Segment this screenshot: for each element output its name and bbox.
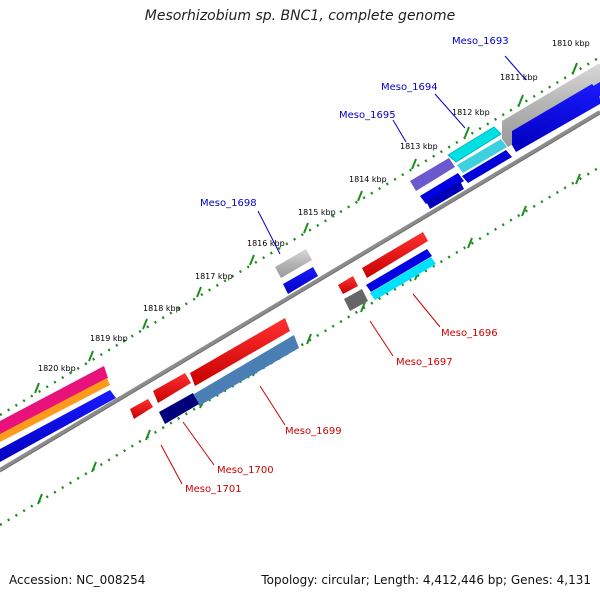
kbp-label: 1812 kbp [452, 108, 490, 117]
gene-feature[interactable] [344, 289, 368, 311]
kbp-label: 1817 kbp [195, 272, 233, 281]
gene-label-meso-1694[interactable]: Meso_1694 [381, 82, 438, 93]
gene-arrow[interactable] [190, 318, 290, 386]
kbp-label: 1819 kbp [90, 334, 128, 343]
kbp-labels: 1810 kbp 1811 kbp 1812 kbp 1813 kbp 1814… [38, 39, 590, 373]
kbp-label: 1811 kbp [500, 73, 538, 82]
gene-arrow[interactable] [512, 82, 600, 146]
gene-arrow[interactable] [153, 373, 191, 403]
forward-label-leaders [257, 55, 527, 255]
gene-label-meso-1701[interactable]: Meso_1701 [185, 484, 242, 495]
gene-feature[interactable] [426, 181, 464, 209]
gene-arrow[interactable] [283, 267, 318, 294]
genome-summary-text: Topology: circular; Length: 4,412,446 bp… [261, 573, 591, 587]
kbp-label: 1818 kbp [143, 304, 181, 313]
gene-label-meso-1699[interactable]: Meso_1699 [285, 426, 342, 437]
gene-label-meso-1697[interactable]: Meso_1697 [396, 357, 453, 368]
gene-arrow[interactable] [362, 232, 428, 278]
kbp-label: 1813 kbp [400, 142, 438, 151]
gene-feature[interactable] [420, 173, 464, 204]
reverse-features [130, 232, 436, 424]
gene-feature[interactable] [370, 257, 436, 300]
gene-label-meso-1700[interactable]: Meso_1700 [217, 465, 274, 476]
gene-feature[interactable] [410, 158, 455, 191]
gene-feature[interactable] [457, 139, 507, 173]
gene-label-meso-1698[interactable]: Meso_1698 [200, 198, 257, 209]
map-title: Mesorhizobium sp. BNC1, complete genome [144, 8, 456, 24]
gene-feature[interactable] [0, 366, 108, 436]
gene-label-meso-1696[interactable]: Meso_1696 [441, 328, 498, 339]
gene-label-meso-1693[interactable]: Meso_1693 [452, 36, 509, 47]
gene-feature[interactable] [0, 378, 110, 442]
inner-tick-row [0, 165, 600, 527]
kbp-label: 1810 kbp [552, 39, 590, 48]
kbp-label: 1820 kbp [38, 364, 76, 373]
outer-tick-row [0, 55, 600, 417]
forward-features [0, 64, 600, 462]
gene-feature[interactable] [366, 249, 432, 292]
gene-arrow[interactable] [0, 390, 116, 462]
genome-backbone [0, 110, 600, 473]
gene-feature[interactable] [462, 150, 512, 183]
gene-label-meso-1695[interactable]: Meso_1695 [339, 110, 396, 121]
kbp-label: 1815 kbp [298, 208, 336, 217]
gene-arrow[interactable] [130, 399, 153, 419]
gene-feature[interactable] [447, 126, 502, 163]
gene-feature[interactable] [194, 335, 299, 406]
major-ticks-outer [34, 62, 578, 394]
gene-arrow[interactable] [338, 276, 358, 294]
gene-feature[interactable] [275, 249, 312, 278]
gene-labels: Meso_1693 Meso_1694 Meso_1695 Meso_1698 … [185, 36, 509, 495]
reverse-label-leaders [160, 293, 441, 485]
accession-text: Accession: NC_008254 [9, 573, 146, 587]
gene-feature[interactable] [159, 393, 199, 424]
kbp-label: 1816 kbp [247, 239, 285, 248]
kbp-label: 1814 kbp [349, 175, 387, 184]
